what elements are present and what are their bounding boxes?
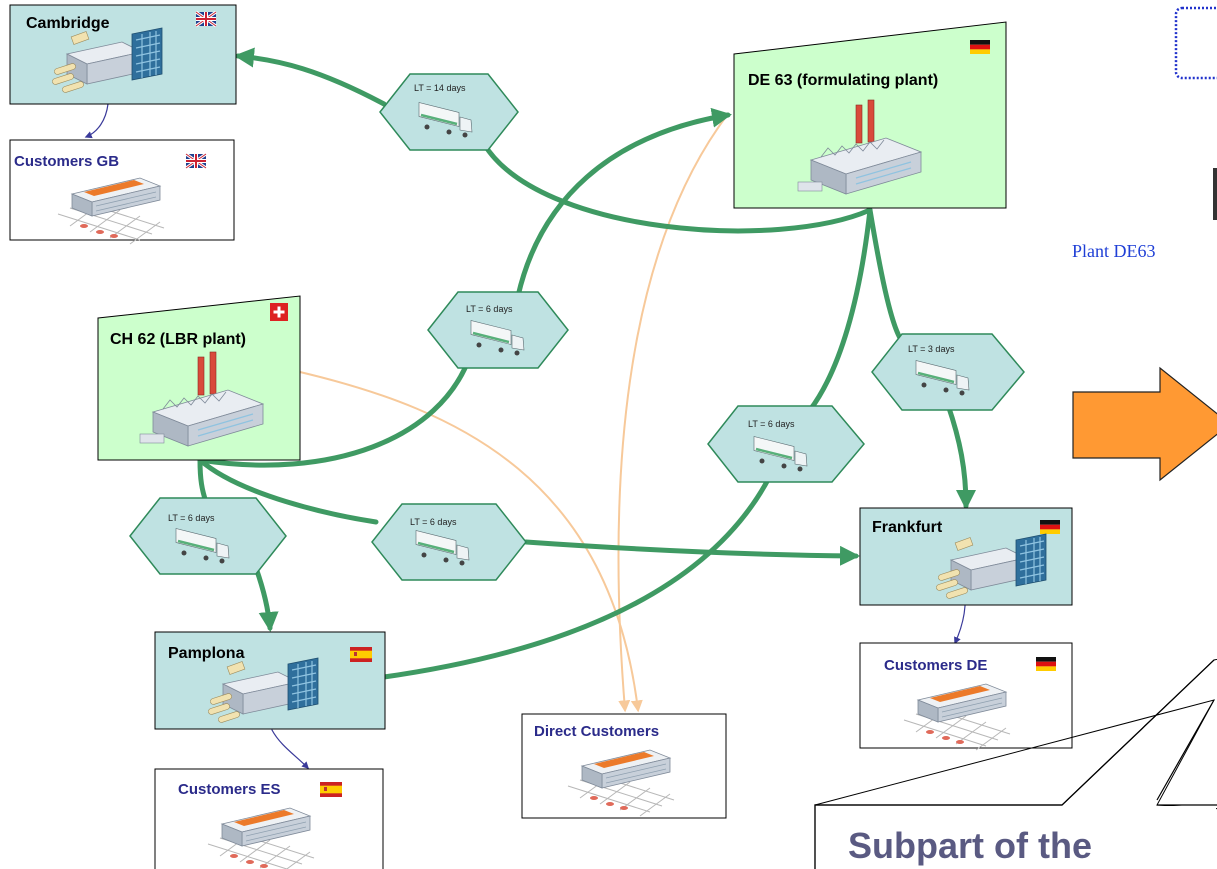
node-customers-gb[interactable]: Customers GB — [9, 139, 235, 245]
link-frankfurt-customers-de — [954, 605, 966, 645]
flow-ch62-frankfurt — [197, 457, 379, 525]
node-customers-es[interactable]: Customers ES — [154, 768, 384, 869]
flow-de63-pamplona-arrow — [358, 473, 773, 688]
lt-ch62-de63-label: LT = 6 days — [466, 304, 513, 314]
flow-de63-cambridge — [481, 141, 873, 234]
big-right-arrow — [1072, 366, 1217, 482]
spain-flag-icon — [320, 782, 342, 797]
lt-hexagon-ch62-pamplona[interactable]: LT = 6 days — [129, 497, 287, 575]
lt-hexagon-cambridge[interactable]: LT = 14 days — [379, 73, 519, 151]
flow-de63-pamplona — [807, 207, 873, 413]
flow-ch62-de63 — [197, 353, 473, 468]
node-frankfurt-label: Frankfurt — [872, 519, 943, 536]
node-de63-plant[interactable]: DE 63 (formulating plant) — [733, 21, 1007, 209]
node-customers-de-label: Customers DE — [884, 657, 987, 674]
lt-cambridge-label: LT = 14 days — [414, 83, 466, 93]
lt-hexagon-de63-frankfurt[interactable]: LT = 3 days — [871, 333, 1025, 411]
flow-ch62-frankfurt-arrow — [523, 539, 860, 566]
node-cambridge[interactable]: Cambridge — [9, 4, 237, 105]
node-pamplona[interactable]: Pamplona — [154, 631, 386, 730]
flow-ch62-de63-arrow — [515, 107, 732, 299]
germany-flag-icon — [1040, 520, 1060, 534]
node-customers-es-label: Customers ES — [178, 781, 281, 798]
spain-flag-icon — [350, 647, 372, 662]
flow-de63-frankfurt-arrow — [945, 402, 976, 510]
switzerland-flag-icon — [270, 303, 288, 321]
node-ch62-plant[interactable]: CH 62 (LBR plant) — [97, 295, 301, 461]
lt-hexagon-de63-pamplona[interactable]: LT = 6 days — [707, 405, 865, 483]
link-cambridge-customers-gb — [84, 103, 109, 139]
node-pamplona-label: Pamplona — [168, 645, 245, 662]
lt-ch62-frankfurt-label: LT = 6 days — [410, 517, 457, 527]
lt-hexagon-ch62-frankfurt[interactable]: LT = 6 days — [371, 503, 527, 581]
node-direct-customers-label: Direct Customers — [534, 723, 659, 740]
uk-flag-icon — [194, 10, 218, 28]
callout-box — [816, 806, 1216, 868]
node-de63-label: DE 63 (formulating plant) — [748, 72, 938, 89]
edge-marker — [1213, 168, 1217, 220]
dotted-frame — [1174, 6, 1217, 80]
link-pamplona-customers-es — [271, 729, 310, 770]
germany-flag-icon — [970, 40, 990, 54]
lt-hexagon-ch62-de63[interactable]: LT = 6 days — [427, 291, 569, 369]
node-direct-customers[interactable]: Direct Customers — [521, 713, 727, 819]
flow-de63-frankfurt — [867, 207, 903, 341]
lt-de63-pamplona-label: LT = 6 days — [748, 419, 795, 429]
node-customers-de[interactable]: Customers DE — [859, 642, 1073, 751]
flow-ch62-pamplona-arrow — [253, 565, 279, 632]
flow-cambridge-arrow — [234, 47, 387, 107]
germany-flag-icon — [1036, 657, 1056, 671]
flow-de63-direct — [617, 117, 726, 713]
callout-text: Subpart of the — [848, 825, 1092, 866]
plant-de63-link[interactable]: Plant DE63 — [1072, 241, 1156, 261]
lt-de63-frankfurt-label: LT = 3 days — [908, 344, 955, 354]
node-customers-gb-label: Customers GB — [14, 153, 119, 170]
node-cambridge-label: Cambridge — [26, 15, 110, 32]
node-frankfurt[interactable]: Frankfurt — [859, 507, 1073, 606]
lt-ch62-pamplona-label: LT = 6 days — [168, 513, 215, 523]
uk-flag-icon — [184, 152, 208, 170]
node-ch62-label: CH 62 (LBR plant) — [110, 331, 246, 348]
flow-ch62-direct — [299, 371, 643, 713]
